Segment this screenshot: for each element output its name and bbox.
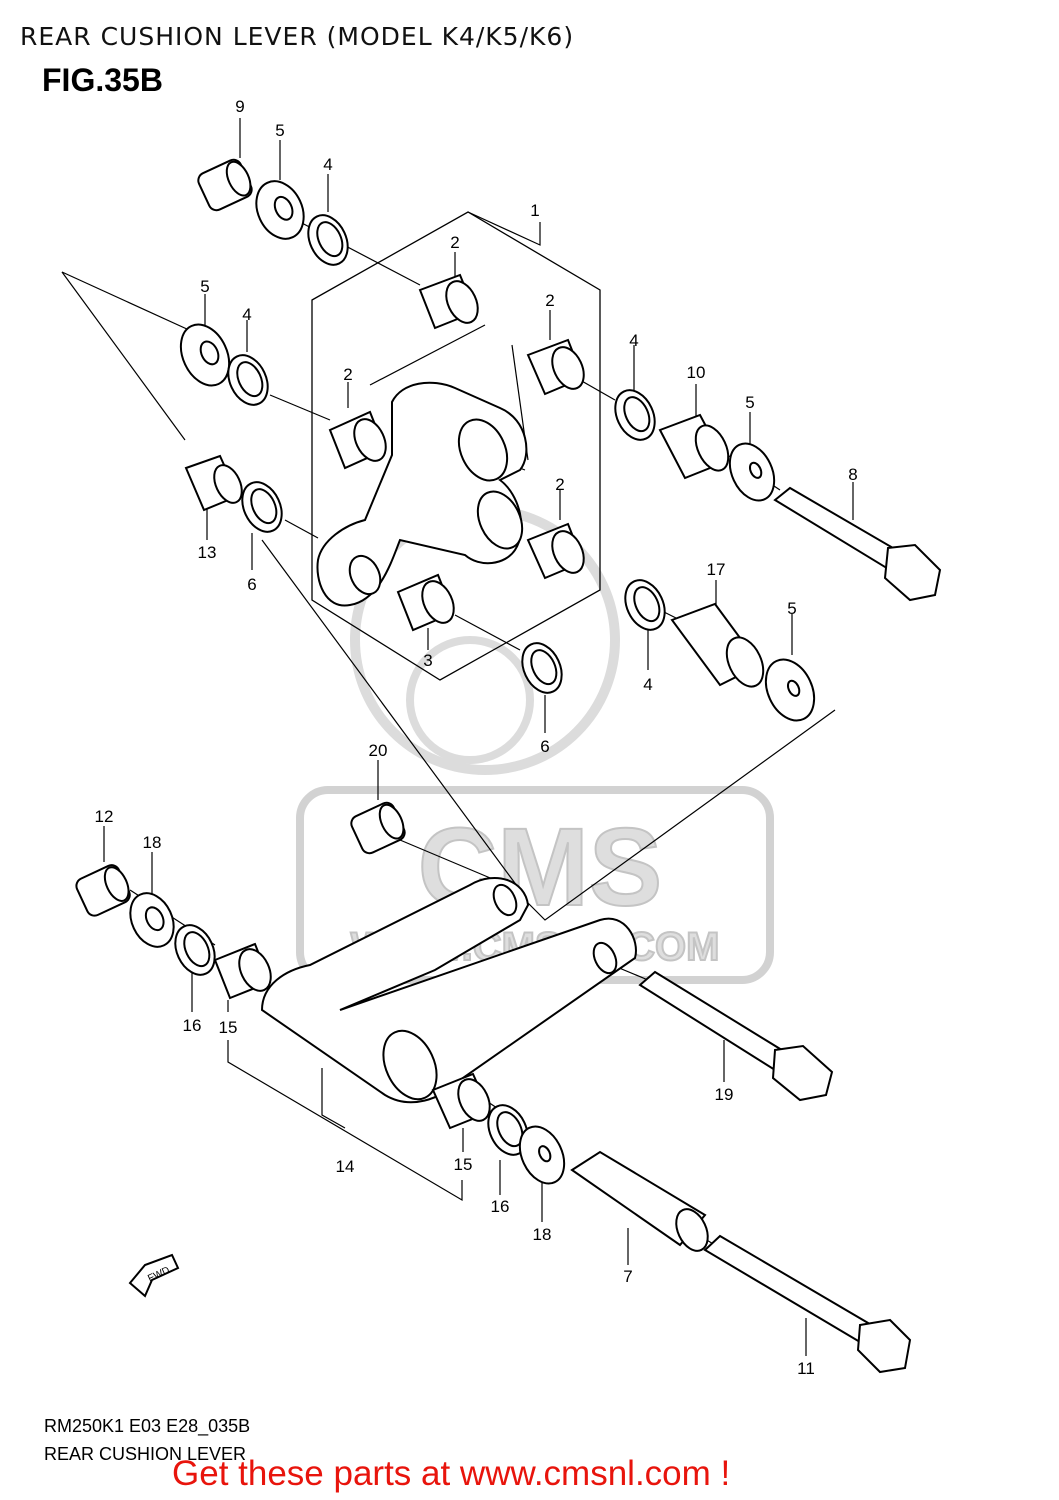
callout-6-a: 6 <box>247 575 256 594</box>
part-bearing-2-a <box>418 273 479 330</box>
callout-6-b: 6 <box>540 737 549 756</box>
fwd-arrow-icon: FWD <box>128 1253 180 1298</box>
part-nut-20 <box>350 801 406 855</box>
callout-4-b: 4 <box>242 305 251 324</box>
callout-5-c: 5 <box>745 393 754 412</box>
part-seal-4-right <box>614 389 656 441</box>
part-collar-13 <box>184 454 243 512</box>
part-washer-5-top <box>255 180 305 240</box>
promo-link[interactable]: Get these parts at www.cmsnl.com ! <box>172 1454 731 1493</box>
part-washer-18-right <box>518 1125 566 1185</box>
callout-2-d: 2 <box>555 475 564 494</box>
callout-7: 7 <box>623 1267 632 1286</box>
callout-20: 20 <box>369 741 388 760</box>
part-nut-12 <box>75 864 131 917</box>
page-title: REAR CUSHION LEVER (MODEL K4/K5/K6) <box>20 22 575 51</box>
part-washer-5-right <box>728 442 776 502</box>
callout-5-a: 5 <box>275 121 284 140</box>
callout-2-a: 2 <box>450 233 459 252</box>
callout-10: 10 <box>687 363 706 382</box>
callout-14: 14 <box>336 1157 355 1176</box>
callout-numbers: 1 2 2 2 2 3 4 4 4 4 5 5 5 5 6 6 7 8 9 10… <box>95 97 858 1378</box>
callout-16-a: 16 <box>183 1016 202 1035</box>
part-seal-4-left <box>227 354 269 406</box>
part-bearing-2-d <box>526 522 585 580</box>
part-bearing-2-b <box>526 338 585 396</box>
part-bolt-19 <box>638 970 834 1102</box>
part-seal-6-left <box>241 481 283 533</box>
part-cushion-rod-14 <box>260 876 637 1104</box>
callout-3: 3 <box>423 651 432 670</box>
part-cushion-lever-1 <box>316 381 528 607</box>
parts: FWD <box>75 158 942 1374</box>
callout-8: 8 <box>848 465 857 484</box>
callout-2-c: 2 <box>343 365 352 384</box>
part-bolt-11 <box>703 1234 912 1374</box>
callout-15-b: 15 <box>454 1155 473 1174</box>
part-washer-5-left <box>179 323 231 387</box>
callout-2-b: 2 <box>545 291 554 310</box>
callout-11: 11 <box>797 1359 815 1378</box>
diagram-caption: REAR CUSHION LEVER <box>44 1444 247 1464</box>
figure-number: FIG.35B <box>42 62 163 98</box>
part-bearing-15-right <box>431 1072 492 1130</box>
part-bearing-15-left <box>213 942 272 1000</box>
callout-5-b: 5 <box>200 277 209 296</box>
part-washer-18-left <box>129 892 175 948</box>
callout-4-d: 4 <box>643 675 652 694</box>
callout-4-a: 4 <box>323 155 332 174</box>
callout-16-b: 16 <box>491 1197 510 1216</box>
part-collar-7 <box>570 1150 709 1252</box>
part-bearing-2-c <box>328 410 387 470</box>
part-bearing-3 <box>396 573 455 632</box>
part-bolt-8 <box>773 486 942 602</box>
part-seal-6-lower <box>521 642 563 694</box>
part-spacer-10 <box>658 413 730 480</box>
part-seal-16-right <box>487 1104 529 1156</box>
callout-18-a: 18 <box>143 833 162 852</box>
callout-13: 13 <box>198 543 217 562</box>
callout-18-b: 18 <box>533 1225 552 1244</box>
callout-5-d: 5 <box>787 599 796 618</box>
diagram-code: RM250K1 E03 E28_035B <box>44 1416 251 1436</box>
callout-9: 9 <box>235 97 244 116</box>
callout-1: 1 <box>530 201 539 220</box>
part-collar-17 <box>670 602 765 688</box>
part-seal-16-left <box>174 924 216 976</box>
callout-15-a: 15 <box>219 1018 238 1037</box>
part-seal-4-lower <box>624 579 666 631</box>
callout-12: 12 <box>95 807 114 826</box>
part-washer-5-lower <box>764 658 816 722</box>
callout-19: 19 <box>715 1085 734 1104</box>
callout-4-c: 4 <box>629 331 638 350</box>
part-seal-4-top <box>307 214 349 266</box>
part-nut-9 <box>197 158 253 212</box>
callout-17: 17 <box>707 560 726 579</box>
